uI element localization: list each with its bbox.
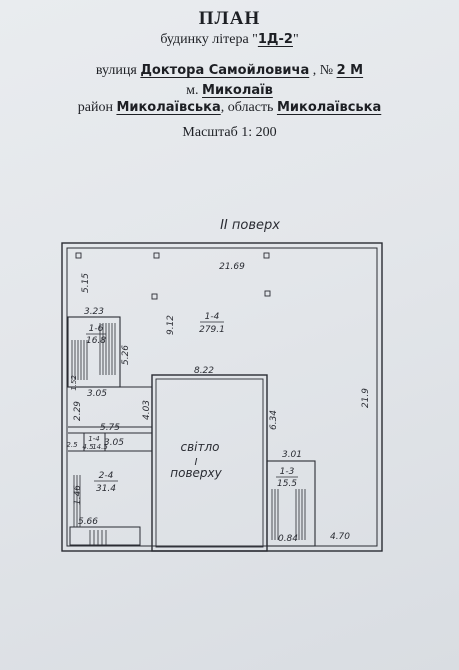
svg-text:поверху: поверху: [170, 466, 222, 480]
svg-text:5.66: 5.66: [78, 517, 98, 527]
building-line: будинку літера "1Д-2": [160, 32, 299, 47]
svg-text:3.05: 3.05: [104, 438, 124, 448]
svg-text:21.9: 21.9: [361, 388, 371, 408]
district-name: Миколаївська: [116, 100, 221, 115]
light-well: [151, 374, 268, 552]
city-name: Миколаїв: [202, 83, 273, 98]
svg-text:5.26: 5.26: [121, 345, 131, 365]
svg-text:2.29: 2.29: [73, 401, 83, 421]
svg-text:9.12: 9.12: [166, 315, 176, 335]
svg-text:21.69: 21.69: [219, 262, 245, 272]
street-line: вулиця Доктора Самойловича , № 2 М: [95, 63, 364, 78]
svg-text:14.5: 14.5: [92, 443, 108, 451]
region-name: Миколаївська: [276, 100, 382, 115]
stair-right: [266, 460, 316, 547]
svg-text:3.05: 3.05: [87, 389, 107, 399]
street-name: Доктора Самойловича: [140, 63, 310, 78]
svg-text:1.46: 1.46: [73, 485, 83, 505]
svg-text:1-4: 1-4: [88, 435, 99, 443]
house-number: 2 М: [336, 63, 364, 78]
svg-text:31.4: 31.4: [96, 484, 116, 494]
svg-text:1-3: 1-3: [280, 467, 295, 477]
document-title: ПЛАН: [198, 8, 261, 29]
svg-text:4.5: 4.5: [82, 443, 94, 451]
svg-text:16.8: 16.8: [86, 336, 106, 346]
svg-text:1-6: 1-6: [89, 324, 104, 334]
svg-text:15.5: 15.5: [277, 479, 297, 489]
scale-line: Масштаб 1: 200: [182, 125, 277, 140]
svg-text:279.1: 279.1: [199, 325, 225, 335]
svg-text:0.84: 0.84: [278, 534, 298, 544]
svg-text:5.15: 5.15: [81, 273, 91, 293]
district-line: район Миколаївська, область Миколаївська: [77, 100, 382, 115]
svg-text:І: І: [195, 457, 198, 468]
building-letter: 1Д-2: [257, 32, 293, 47]
svg-text:2-4: 2-4: [99, 471, 114, 481]
svg-text:8.22: 8.22: [194, 366, 214, 376]
svg-text:6.34: 6.34: [269, 410, 279, 430]
floor-label: ІІ поверх: [220, 218, 280, 233]
svg-text:1-4: 1-4: [205, 312, 220, 322]
svg-text:світло: світло: [180, 440, 219, 454]
svg-text:3.01: 3.01: [282, 450, 302, 460]
svg-text:3.23: 3.23: [84, 307, 104, 317]
svg-text:2.5: 2.5: [66, 441, 78, 449]
floor-plan: ІІ поверх 21.69 21.9 5.15 3.23: [61, 218, 383, 552]
city-line: м. Миколаїв: [186, 83, 273, 98]
svg-text:4.70: 4.70: [330, 532, 350, 542]
svg-text:1.52: 1.52: [70, 375, 78, 391]
svg-text:5.75: 5.75: [100, 423, 120, 433]
svg-text:4.03: 4.03: [142, 400, 152, 420]
